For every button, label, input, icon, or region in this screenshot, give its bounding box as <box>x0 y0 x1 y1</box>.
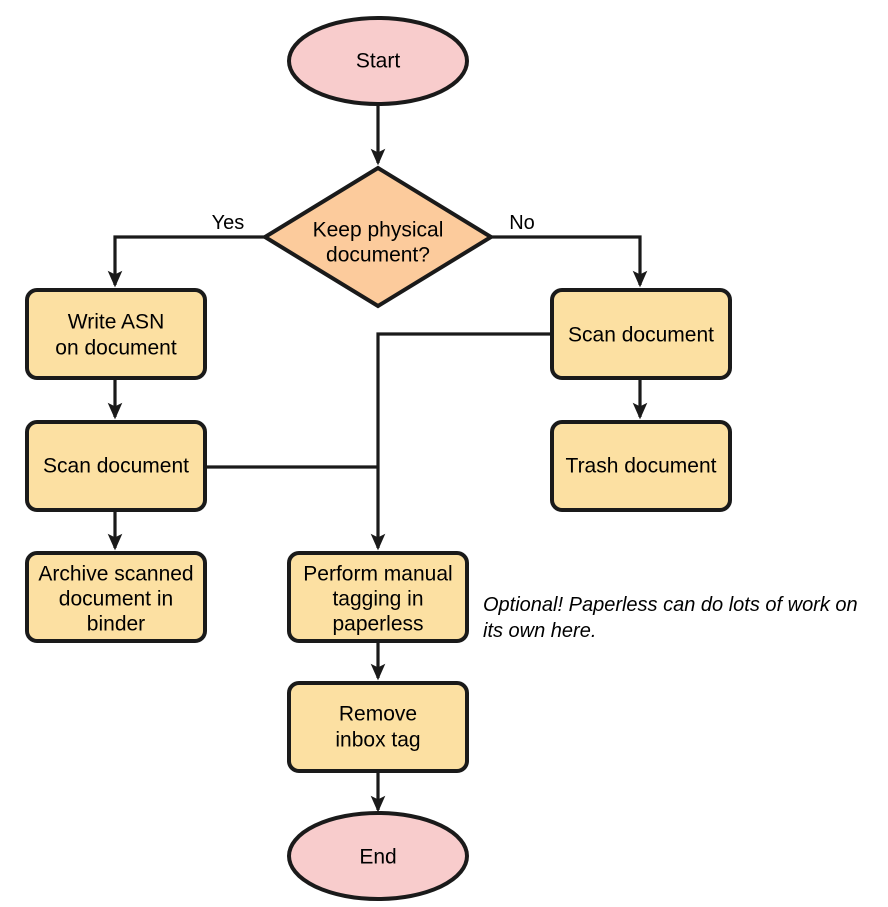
decision-label-line2: document? <box>326 244 430 267</box>
trash-document-label: Trash document <box>566 455 717 478</box>
tagging-box-shape[interactable] <box>287 551 469 643</box>
edge-label-no: No <box>509 212 535 234</box>
node-remove-inbox-tag[interactable]: Remove inbox tag <box>287 681 469 773</box>
write-asn-label-line2: on document <box>55 337 177 360</box>
node-perform-manual-tagging[interactable]: Perform manual tagging in paperless <box>287 551 469 643</box>
edges-layer <box>107 103 648 813</box>
remove-inbox-label-line2: inbox tag <box>335 729 420 752</box>
edge-labels-layer: Yes No <box>212 212 535 234</box>
archive-label-line2: document in <box>59 588 173 611</box>
node-start[interactable]: Start <box>287 16 469 106</box>
trash-document-box-shape[interactable] <box>550 420 732 512</box>
node-scan-document-left[interactable]: Scan document <box>25 420 207 512</box>
scan-document-right-box-shape[interactable] <box>550 288 732 380</box>
scan-document-right-label: Scan document <box>568 324 714 347</box>
scan-document-left-label: Scan document <box>43 455 189 478</box>
note-line-1: Optional! Paperless can do lots of work … <box>483 594 858 616</box>
start-ellipse-shape[interactable] <box>287 16 469 106</box>
tagging-label-line1: Perform manual <box>303 563 452 586</box>
archive-label-line3: binder <box>87 613 145 636</box>
remove-inbox-box-shape[interactable] <box>287 681 469 773</box>
edge-decision-no-to-scan-right <box>491 235 648 288</box>
annotation-note: Optional! Paperless can do lots of work … <box>483 594 858 642</box>
archive-box-shape[interactable] <box>25 551 207 643</box>
write-asn-box-shape[interactable] <box>25 288 207 380</box>
end-ellipse-shape[interactable] <box>287 811 469 901</box>
note-line-2: its own here. <box>483 620 596 642</box>
remove-inbox-label-line1: Remove <box>339 703 417 726</box>
tagging-label-line2: tagging in <box>332 588 423 611</box>
decision-diamond-shape[interactable] <box>261 165 495 309</box>
node-scan-document-right[interactable]: Scan document <box>550 288 732 380</box>
node-archive-scanned-document[interactable]: Archive scanned document in binder <box>25 551 207 643</box>
archive-label-line1: Archive scanned <box>38 563 193 586</box>
node-write-asn-on-document[interactable]: Write ASN on document <box>25 288 207 380</box>
tagging-label-line3: paperless <box>332 613 423 636</box>
write-asn-label-line1: Write ASN <box>68 311 164 334</box>
scan-document-left-box-shape[interactable] <box>25 420 207 512</box>
edge-scan-right-to-tagging <box>370 332 552 551</box>
start-label: Start <box>356 50 401 73</box>
edge-label-yes: Yes <box>212 212 245 234</box>
decision-label-line1: Keep physical <box>313 219 444 242</box>
node-trash-document[interactable]: Trash document <box>550 420 732 512</box>
node-decision-keep-physical-document[interactable]: Keep physical document? <box>261 165 495 309</box>
end-label: End <box>359 846 396 869</box>
node-end[interactable]: End <box>287 811 469 901</box>
edge-decision-yes-to-write-asn <box>107 235 265 288</box>
